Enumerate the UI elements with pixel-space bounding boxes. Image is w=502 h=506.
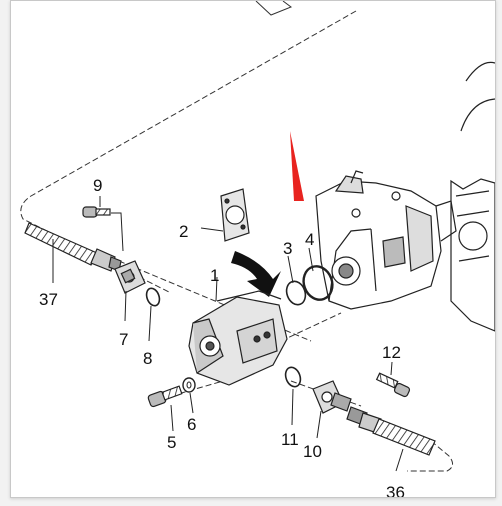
leader-lines (52, 196, 404, 472)
part-7-flange (114, 260, 146, 294)
axis-line-bolt (170, 372, 252, 397)
callout-9: 9 (93, 176, 102, 195)
part-11-ring (284, 366, 302, 388)
callout-3: 3 (283, 239, 292, 258)
part-8-ring (145, 287, 161, 307)
part-5-bolt (147, 385, 183, 408)
callout-labels: 1 2 3 4 5 6 7 8 9 10 11 12 36 37 (39, 176, 405, 497)
main-pump (315, 170, 457, 310)
axis-line-pump (280, 312, 342, 342)
top-fragment (255, 1, 293, 16)
part-12-screw (375, 372, 411, 398)
red-pointer-arrow (290, 131, 304, 201)
part-36-hose (346, 406, 436, 456)
part-37-hose (24, 222, 122, 272)
callout-37: 37 (39, 290, 58, 309)
callout-6: 6 (187, 415, 196, 434)
dashed-outline-left (20, 10, 357, 294)
callout-10: 10 (303, 442, 322, 461)
black-curved-arrow (231, 251, 281, 297)
housing-right (450, 61, 495, 332)
callout-7: 7 (119, 330, 128, 349)
diagram-frame: 1 2 3 4 5 6 7 8 9 10 11 12 36 37 (10, 0, 496, 498)
callout-36: 36 (386, 483, 405, 497)
dashed-outline-right (407, 440, 453, 472)
callout-1: 1 (210, 266, 219, 285)
part-2-gasket (220, 188, 250, 242)
callout-12: 12 (382, 343, 401, 362)
callout-5: 5 (167, 433, 176, 452)
callout-2: 2 (179, 222, 188, 241)
part-1-gear-pump (188, 290, 288, 386)
part-9-screw (82, 206, 111, 218)
callout-4: 4 (305, 230, 314, 249)
part-10-flange (312, 380, 352, 414)
callout-11: 11 (281, 430, 299, 449)
exploded-parts-diagram: 1 2 3 4 5 6 7 8 9 10 11 12 36 37 (20, 1, 495, 497)
callout-8: 8 (143, 349, 152, 368)
